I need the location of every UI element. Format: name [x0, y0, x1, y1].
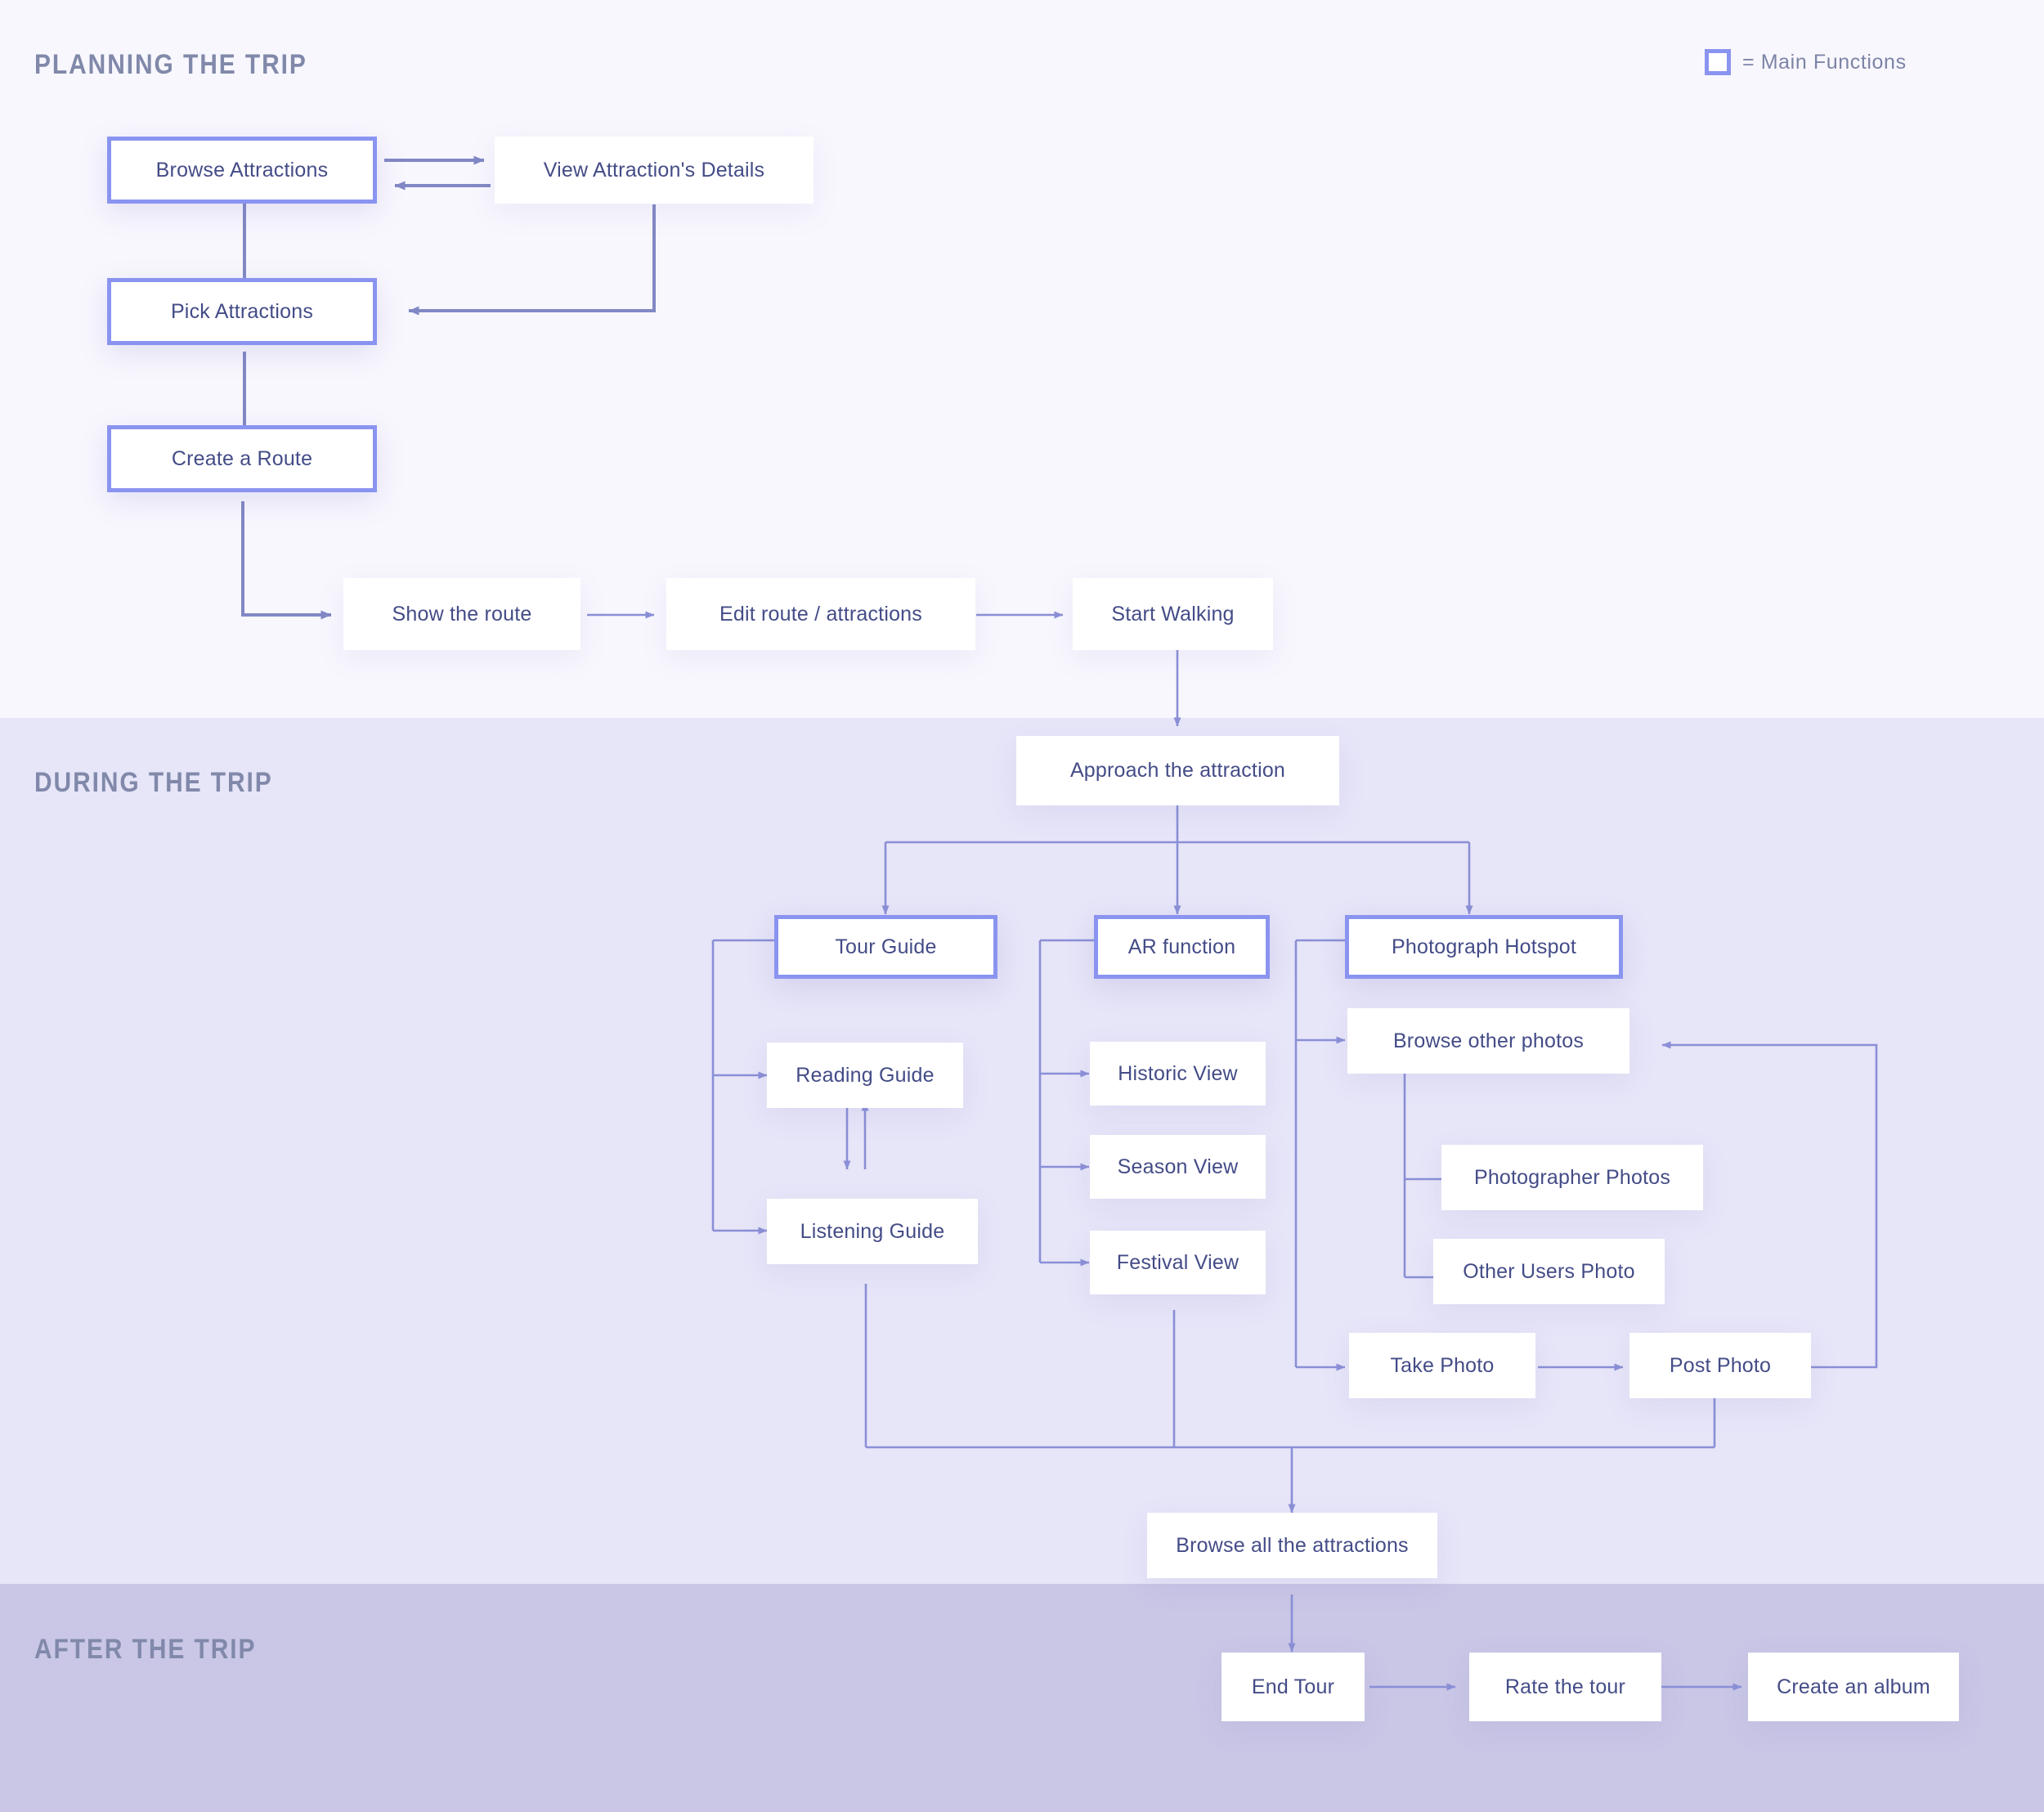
node-photograph-hotspot[interactable]: Photograph Hotspot — [1345, 915, 1623, 979]
legend-label: = Main Functions — [1742, 50, 1907, 74]
node-historic-view[interactable]: Historic View — [1090, 1042, 1266, 1106]
node-end-tour[interactable]: End Tour — [1221, 1653, 1365, 1721]
node-create-a-route[interactable]: Create a Route — [107, 425, 377, 492]
node-pick-attractions[interactable]: Pick Attractions — [107, 278, 377, 345]
node-take-photo[interactable]: Take Photo — [1349, 1333, 1535, 1398]
section-title-after: AFTER THE TRIP — [34, 1634, 257, 1665]
section-title-planning: PLANNING THE TRIP — [34, 49, 307, 80]
node-festival-view[interactable]: Festival View — [1090, 1231, 1266, 1294]
main-functions-swatch-icon — [1705, 49, 1731, 75]
node-listening-guide[interactable]: Listening Guide — [767, 1199, 978, 1264]
band-after-the-trip — [0, 1584, 2044, 1812]
band-during-the-trip — [0, 718, 2044, 1584]
node-edit-route-attractions[interactable]: Edit route / attractions — [666, 578, 975, 650]
legend: = Main Functions — [1705, 49, 1907, 75]
node-browse-all-the-attractions[interactable]: Browse all the attractions — [1147, 1513, 1437, 1578]
node-post-photo[interactable]: Post Photo — [1629, 1333, 1811, 1398]
section-title-during: DURING THE TRIP — [34, 767, 273, 798]
node-browse-attractions[interactable]: Browse Attractions — [107, 137, 377, 204]
node-browse-other-photos[interactable]: Browse other photos — [1347, 1008, 1629, 1074]
node-show-the-route[interactable]: Show the route — [343, 578, 580, 650]
node-season-view[interactable]: Season View — [1090, 1135, 1266, 1199]
node-reading-guide[interactable]: Reading Guide — [767, 1043, 963, 1108]
node-create-an-album[interactable]: Create an album — [1748, 1653, 1959, 1721]
node-tour-guide[interactable]: Tour Guide — [774, 915, 997, 979]
node-ar-function[interactable]: AR function — [1094, 915, 1270, 979]
node-photographer-photos[interactable]: Photographer Photos — [1441, 1145, 1703, 1210]
band-planning-the-trip — [0, 0, 2044, 718]
node-other-users-photo[interactable]: Other Users Photo — [1433, 1239, 1665, 1304]
node-start-walking[interactable]: Start Walking — [1073, 578, 1273, 650]
node-view-attraction-details[interactable]: View Attraction's Details — [495, 137, 814, 204]
node-approach-the-attraction[interactable]: Approach the attraction — [1016, 736, 1339, 805]
node-rate-the-tour[interactable]: Rate the tour — [1469, 1653, 1661, 1721]
